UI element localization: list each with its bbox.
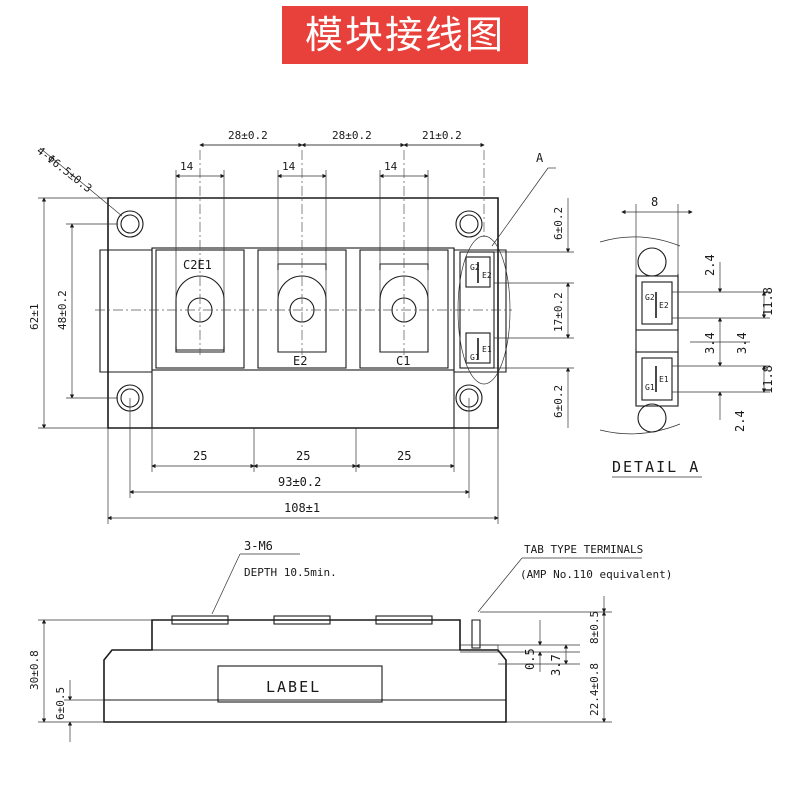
dim-tab-width-2: 14 — [282, 160, 296, 173]
detail-dim-3-4-right: 3.4 — [735, 332, 749, 354]
dim-spacing-2: 25 — [296, 449, 310, 463]
amp-note: (AMP No.110 equivalent) — [520, 568, 672, 581]
detail-marker: A — [536, 151, 544, 165]
detail-pin-e1: E1 — [659, 375, 669, 384]
pin-label-e2: E2 — [482, 271, 492, 280]
terminal-label-e2: E2 — [293, 354, 307, 368]
side-dim-0-5: 0.5 — [523, 648, 537, 670]
dim-pitch-3: 21±0.2 — [422, 129, 462, 142]
dim-width-holes: 93±0.2 — [278, 475, 321, 489]
screw-spec: 3-M6 — [244, 539, 273, 553]
dim-tab-width-1: 14 — [180, 160, 194, 173]
label-text: LABEL — [266, 678, 321, 696]
side-dim-3-7: 3.7 — [549, 654, 563, 676]
dim-right-top: 6±0.2 — [552, 207, 565, 240]
detail-dim-11-8-bot: 11.8 — [761, 365, 775, 394]
dim-width-total: 108±1 — [284, 501, 320, 515]
pin-label-e1: E1 — [482, 345, 492, 354]
detail-a-circle — [457, 235, 511, 385]
dim-height-total: 62±1 — [28, 304, 41, 331]
module-outline — [107, 197, 499, 429]
side-dim-8: 8±0.5 — [588, 611, 601, 644]
tab-terminals-label: TAB TYPE TERMINALS — [524, 543, 643, 556]
mounting-hole-tr — [455, 210, 483, 238]
depth-spec: DEPTH 10.5min. — [244, 566, 337, 579]
detail-pin-g2: G2 — [645, 293, 655, 302]
detail-dim-3-4-left: 3.4 — [703, 332, 717, 354]
side-outline — [103, 619, 507, 723]
terminal-label-c1: C1 — [396, 354, 410, 368]
side-dim-22-4: 22.4±0.8 — [588, 663, 601, 716]
label-box — [217, 665, 383, 703]
dim-height-holes: 48±0.2 — [56, 290, 69, 330]
page-title: 模块接线图 — [282, 6, 528, 64]
pin-label-g1: G1 — [470, 353, 480, 362]
side-view: LABEL 3-M6 DEPTH 10.5min. TAB TYPE TERMI… — [28, 539, 672, 742]
detail-dim-11-8-top: 11.8 — [761, 287, 775, 316]
detail-dim-2-4-top: 2.4 — [703, 254, 717, 276]
side-dim-base: 6±0.5 — [54, 687, 67, 720]
detail-dim-width: 8 — [651, 195, 658, 209]
hole-spec: 4-Φ6.5±0.3 — [34, 144, 94, 195]
dim-right-mid: 17±0.2 — [552, 292, 565, 332]
pin-label-g2: G2 — [470, 263, 480, 272]
dim-right-bot: 6±0.2 — [552, 385, 565, 418]
dim-spacing-1: 25 — [193, 449, 207, 463]
detail-a-label: DETAIL A — [612, 458, 700, 476]
dim-spacing-3: 25 — [397, 449, 411, 463]
top-view: G2 E2 G1 E1 C2E1 E2 C1 28±0.2 28±0.2 21±… — [28, 129, 574, 524]
detail-pin-e2: E2 — [659, 301, 669, 310]
dim-tab-width-3: 14 — [384, 160, 398, 173]
detail-pin-g1: G1 — [645, 383, 655, 392]
detail-a-view: G2 E2 G1 E1 8 2.4 11.8 3.4 3.4 11.8 2.4 … — [599, 195, 775, 478]
detail-dim-2-4-bot: 2.4 — [733, 410, 747, 432]
dim-pitch-1: 28±0.2 — [228, 129, 268, 142]
dim-pitch-2: 28±0.2 — [332, 129, 372, 142]
side-dim-height: 30±0.8 — [28, 650, 41, 690]
terminal-label-c2e1: C2E1 — [183, 258, 212, 272]
